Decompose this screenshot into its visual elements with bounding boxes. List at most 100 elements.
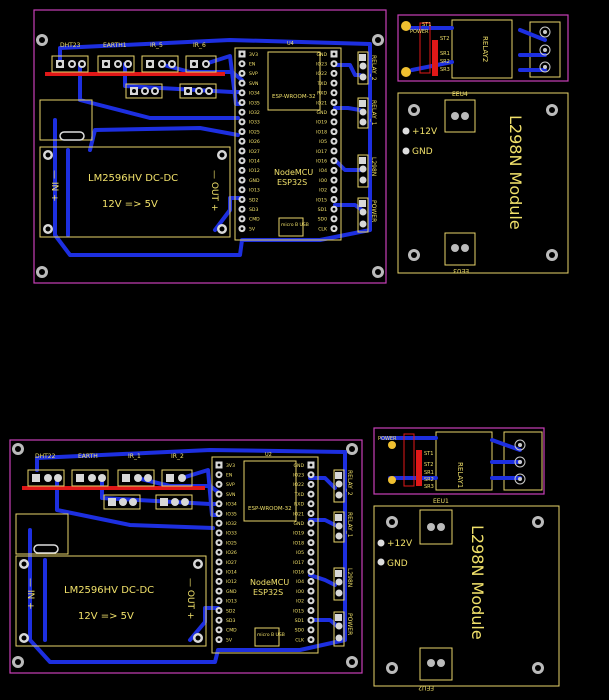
- esp32-module: [234, 47, 342, 241]
- esp32-pin-hole: [309, 483, 313, 486]
- relay-pin-label: ST1: [424, 451, 433, 457]
- esp32-pin-hole: [217, 570, 221, 574]
- esp32-pin-label: SD3: [226, 618, 235, 624]
- esp32-pin-hole: [240, 139, 244, 143]
- esp32-pin-label: SVP: [249, 71, 258, 77]
- header-label: IR_2: [171, 453, 184, 460]
- esp32-pin-hole: [240, 91, 244, 95]
- trace-relay2: [308, 476, 337, 490]
- esp32-pin-label: IO13: [226, 599, 237, 605]
- relay2-connector: [357, 51, 369, 85]
- esp32-pin-hole: [240, 130, 244, 134]
- gnd-label: GND: [412, 147, 433, 157]
- relay-pinheader: [403, 433, 415, 487]
- esp32-pin-label: IO25: [226, 540, 237, 546]
- esp32-pin-label: IO19: [293, 531, 304, 537]
- esp32-pin-label: IO32: [226, 521, 237, 527]
- header-connector-4: [185, 55, 217, 73]
- esp32-pin-hole: [240, 227, 244, 231]
- esp32-pin-label: GND: [249, 178, 260, 184]
- esp32-right-pin-column: GNDIO23IO22TXDRXDIO21GNDIO19IO18IO5IO17I…: [293, 461, 315, 643]
- esp32s-label: ESP32S: [253, 588, 283, 597]
- esp32-pin-hole: [217, 531, 221, 535]
- terminal-label: EEU1: [433, 498, 449, 505]
- header-label: IR_1: [128, 453, 141, 460]
- relay1-connector: [333, 511, 345, 543]
- esp32-pin-label: SVN: [249, 81, 259, 87]
- side-label: RELAY_2: [370, 55, 377, 81]
- usb-label: micro B USB: [257, 632, 285, 638]
- esp32-pin-label: IO4: [296, 579, 304, 585]
- esp32-pin-hole: [309, 570, 313, 574]
- relay-pin-label: SR3: [424, 484, 434, 490]
- esp32-pin-hole: [332, 207, 336, 211]
- relay1-connector: [357, 97, 369, 129]
- esp32-pin-hole: [309, 560, 313, 564]
- esp32-pin-label: GND: [293, 521, 304, 527]
- esp32-right-pin-column: GNDIO23IO22TXDRXDIO21GNDIO19IO18IO5IO17I…: [316, 50, 338, 232]
- esp32-pin-label: IO35: [249, 100, 260, 106]
- esp32-pin-label: IO32: [249, 110, 260, 116]
- header-label: DHT23: [60, 42, 81, 49]
- relay-pad: [388, 441, 396, 449]
- mounting-hole: [12, 656, 24, 668]
- esp32-pin-hole: [217, 492, 221, 496]
- esp32-pin-label: IO19: [316, 120, 327, 126]
- esp32-pin-hole: [217, 541, 221, 544]
- header-connector-3: [141, 55, 179, 73]
- esp32-pin-hole: [240, 178, 244, 182]
- esp32-pin-hole: [332, 198, 336, 201]
- esp32-pin-label: IO14: [249, 159, 260, 165]
- esp32-pin-label: IO33: [249, 120, 260, 126]
- esp32-pin-label: GND: [316, 52, 327, 58]
- esp32-pin-hole: [332, 62, 336, 66]
- esp32-pin-label: SD0: [295, 628, 304, 634]
- esp32-pin-hole: [332, 139, 336, 143]
- l298n-connector: [357, 154, 369, 188]
- terminal-label: EEU3: [453, 267, 469, 274]
- side-label: L298N: [346, 568, 353, 587]
- esp32-pin-hole: [240, 81, 244, 85]
- esp32-pin-label: CLK: [318, 226, 328, 232]
- esp32-pin-label: CLK: [295, 637, 305, 643]
- esp32-pin-hole: [332, 72, 336, 75]
- esp32-pin-label: IO34: [249, 91, 260, 97]
- esp-module-name: ESP-WROOM-32: [248, 506, 292, 512]
- esp32-pin-label: 5V: [226, 637, 233, 643]
- esp32-pin-hole: [217, 560, 221, 564]
- esp32-pin-hole: [217, 512, 221, 515]
- esp32-pin-hole: [240, 120, 244, 124]
- relay-pin-label: SR3: [440, 67, 450, 73]
- esp32-pin-hole: [309, 502, 313, 506]
- esp32-pin-label: IO26: [249, 139, 260, 145]
- relay-pad: [401, 21, 411, 31]
- gnd-label: GND: [387, 559, 408, 569]
- usb-connector: [254, 627, 280, 647]
- mounting-hole: [12, 443, 24, 455]
- esp32-pin-label: IO18: [316, 129, 327, 135]
- side-label: RELAY_1: [370, 100, 377, 126]
- mounting-hole: [372, 266, 384, 278]
- header-label: DHT22: [35, 453, 56, 460]
- esp32-pin-hole: [309, 638, 313, 641]
- relay-pin-label: POWER: [378, 436, 397, 442]
- esp32-pin-label: RXD: [317, 91, 327, 97]
- esp32-pin-label: IO35: [226, 511, 237, 517]
- relay-pad: [388, 476, 396, 484]
- esp32-module: [211, 456, 319, 654]
- esp32-pin-hole: [332, 188, 336, 192]
- esp32-pin-label: IO23: [316, 62, 327, 68]
- esp32-pin-label: SVP: [226, 482, 235, 488]
- regulator-voltage: 12V => 5V: [78, 611, 134, 622]
- esp32-pin-label: IO21: [316, 100, 327, 106]
- esp32-pin-label: IO2: [319, 188, 327, 194]
- esp32-pin-label: SD0: [318, 217, 327, 223]
- esp32-pin-hole: [240, 217, 244, 221]
- terminal-label: EEU4: [452, 91, 468, 98]
- esp32-pin-label: TXD: [317, 81, 328, 87]
- board-1: DHT23 EARTH1 IR_5 IR_6 LM2596HV DC-DC 12…: [33, 9, 387, 284]
- esp32-pin-label: SD3: [249, 207, 258, 213]
- esp32-pin-hole: [240, 198, 244, 201]
- relay-screw-terminal: [539, 26, 551, 73]
- relay-pinheader: [419, 22, 431, 74]
